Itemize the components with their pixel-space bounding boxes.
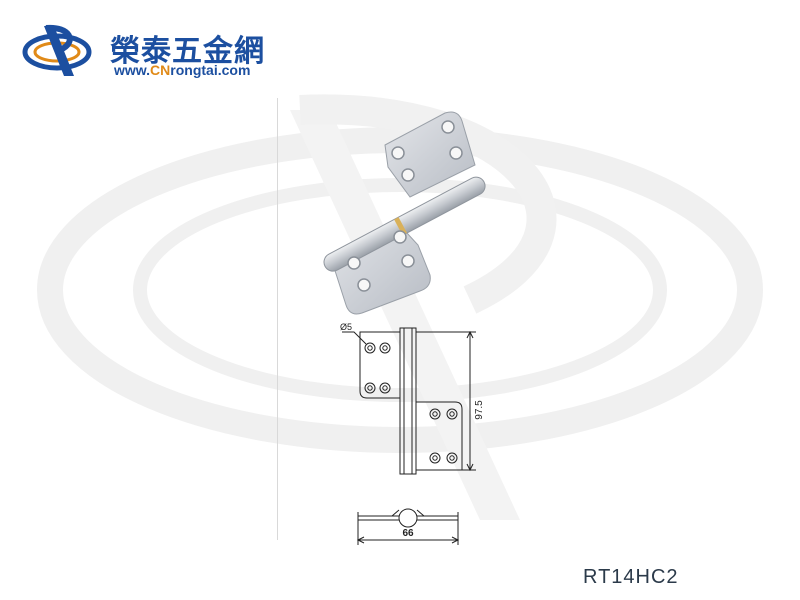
- width-dimension-label: 66: [402, 528, 414, 539]
- product-photo: [323, 111, 486, 315]
- lower-leaf-outline: [415, 401, 463, 471]
- url-suffix: rongtai.com: [170, 62, 251, 78]
- hole-note: 8-Ø5: [340, 322, 352, 332]
- upper-leaf-outline: [359, 331, 401, 399]
- technical-drawing: 8-Ø5 97.5 66: [340, 322, 485, 545]
- mounting-holes: [364, 342, 458, 464]
- brand-logo[interactable]: 榮泰五金網 www.CNrongtai.com: [22, 20, 282, 82]
- vertical-divider: [277, 98, 278, 540]
- url-prefix: www.: [114, 62, 151, 78]
- url-highlight: CN: [150, 62, 171, 78]
- pin-section: [398, 508, 418, 528]
- hole-leader-line: [342, 331, 367, 345]
- logo-mark-icon: [22, 24, 92, 76]
- brand-url[interactable]: www.CNrongtai.com: [114, 62, 250, 78]
- height-dimension-label: 97.5: [474, 400, 485, 420]
- product-model: RT14HC2: [583, 566, 679, 588]
- brand-name: 榮泰五金網: [110, 34, 265, 69]
- knuckle-outline: [399, 327, 417, 475]
